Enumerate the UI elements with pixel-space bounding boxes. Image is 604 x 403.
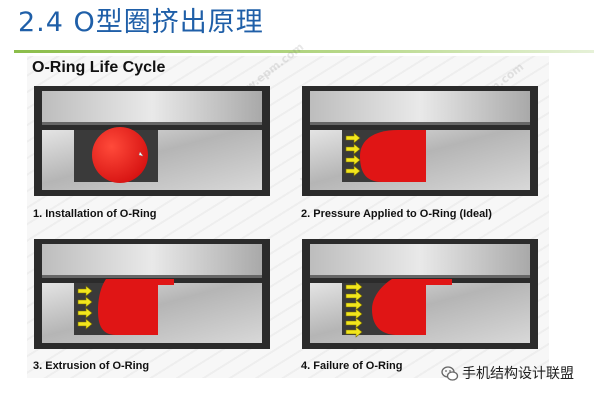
slide-title: 2.4 O型圈挤出原理 — [18, 7, 264, 38]
figure-heading: O-Ring Life Cycle — [32, 59, 166, 76]
panel-installation — [34, 86, 270, 196]
pressure-arrows — [77, 285, 93, 330]
panel-failure — [302, 239, 538, 349]
pressure-diagram — [302, 86, 538, 196]
wechat-icon — [441, 366, 459, 381]
panel-extrusion — [34, 239, 270, 349]
caption-pressure: 2. Pressure Applied to O-Ring (Ideal) — [301, 208, 492, 220]
caption-installation: 1. Installation of O-Ring — [33, 208, 157, 220]
caption-failure: 4. Failure of O-Ring — [301, 360, 403, 372]
extrusion-diagram — [34, 239, 270, 349]
panel-pressure — [302, 86, 538, 196]
failure-diagram — [302, 239, 538, 349]
oring-figure: www.epm.com www.epm.com www.epm.com www.… — [27, 40, 549, 378]
footer-brand: 手机结构设计联盟 — [462, 366, 574, 382]
pressure-arrows — [345, 281, 363, 338]
installation-diagram — [34, 86, 270, 196]
title-divider — [14, 50, 594, 53]
caption-extrusion: 3. Extrusion of O-Ring — [33, 360, 150, 372]
pressure-arrows — [345, 132, 361, 177]
